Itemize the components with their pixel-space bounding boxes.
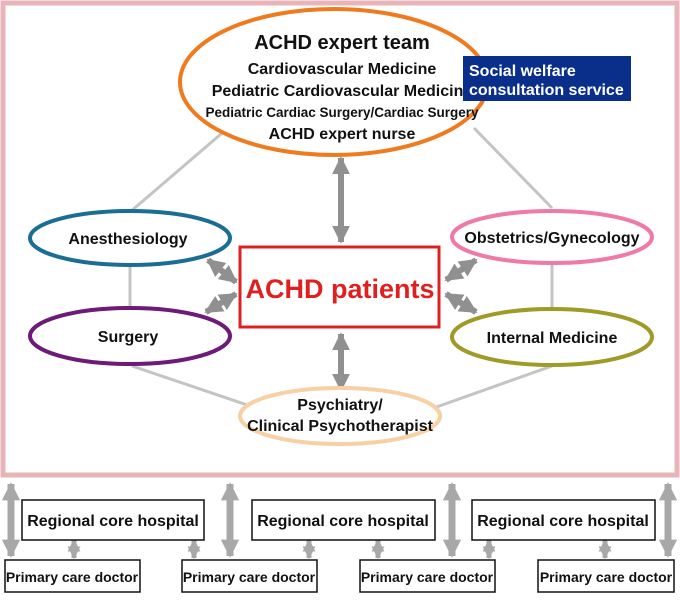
hospital-arrows — [67, 538, 612, 560]
psychiatry-label: Psychiatry/ — [297, 397, 383, 414]
expert-team-member: Pediatric Cardiac Surgery/Cardiac Surger… — [205, 105, 479, 120]
primary-care-label: Primary care doctor — [361, 569, 494, 585]
psychiatry-label: Clinical Psychotherapist — [247, 418, 434, 435]
regional-hospital-box — [471, 499, 656, 541]
frame-arrows — [1, 482, 678, 558]
primary-care-box — [4, 559, 141, 593]
regional-hospitals: Regional core hospital Regional core hos… — [21, 499, 656, 541]
obstetrics-ellipse — [450, 209, 654, 265]
expert-team-member: ACHD expert nurse — [269, 126, 416, 143]
primary-care-box — [537, 559, 675, 593]
expert-team-member: Pediatric Cardiovascular Medicine — [212, 83, 473, 100]
connector-internal-psychiatry — [427, 364, 553, 412]
anesthesiology-label: Anesthesiology — [68, 231, 187, 248]
primary-care-box — [181, 559, 318, 593]
regional-hospital-box — [251, 499, 436, 541]
arrow-internal-patients — [444, 291, 478, 315]
social-welfare-label: Social welfare — [469, 63, 576, 80]
surgery-ellipse — [28, 306, 232, 366]
primary-care-label: Primary care doctor — [540, 569, 673, 585]
arrow-obstetrics-patients — [444, 257, 478, 283]
regional-hospital-label: Regional core hospital — [257, 513, 429, 530]
obstetrics-label: Obstetrics/Gynecology — [464, 230, 639, 247]
patients-box — [238, 245, 441, 329]
internal-medicine-label: Internal Medicine — [487, 330, 618, 347]
primary-care-doctors: Primary care doctor Primary care doctor … — [4, 559, 675, 593]
surgery-label: Surgery — [98, 329, 159, 346]
regional-hospital-label: Regional core hospital — [27, 513, 199, 530]
connector-surgery-psychiatry — [131, 364, 263, 412]
expert-team-member: Cardiovascular Medicine — [248, 61, 437, 78]
arrow-anesthesiology-patients — [206, 257, 238, 285]
anesthesiology-ellipse — [28, 209, 232, 267]
primary-care-label: Primary care doctor — [6, 569, 139, 585]
regional-hospital-box — [21, 499, 205, 541]
outer-frame — [0, 0, 680, 478]
connector-team-anesthesiology — [129, 126, 229, 214]
social-welfare-box — [463, 56, 631, 101]
connector-team-obstetrics — [472, 126, 554, 210]
arrow-surgery-patients — [204, 291, 238, 315]
patients-label: ACHD patients — [245, 274, 434, 304]
patient-arrows — [204, 156, 478, 392]
primary-care-box — [359, 559, 496, 593]
regional-hospital-label: Regional core hospital — [477, 513, 649, 530]
psychiatry-ellipse — [238, 386, 442, 446]
expert-team-title: ACHD expert team — [254, 32, 430, 54]
internal-medicine-ellipse — [450, 307, 654, 367]
primary-care-label: Primary care doctor — [183, 569, 316, 585]
connector-lines — [128, 126, 554, 412]
social-welfare-label: consultation service — [469, 82, 624, 99]
